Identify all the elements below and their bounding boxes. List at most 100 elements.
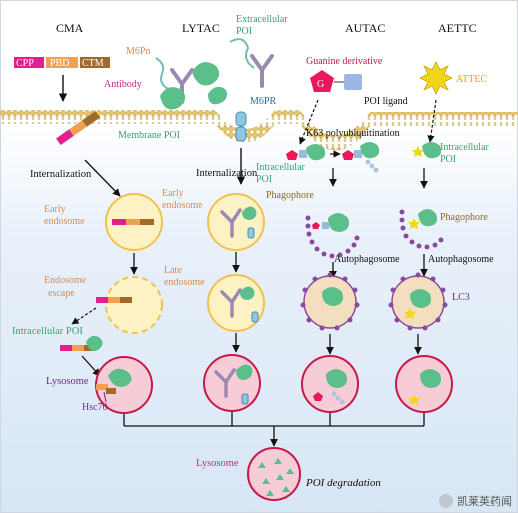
cma-construct-escaping xyxy=(96,297,132,303)
cma-construct-legend: CPP PBD CTM xyxy=(14,57,110,69)
column-title-cma: CMA xyxy=(56,21,84,35)
lytac-late-endosome-label-1: Late xyxy=(164,265,182,276)
cma-early-endosome-label-1: Early xyxy=(44,204,66,215)
aettc-arrow-entry xyxy=(427,99,437,143)
autac-guanine-in-phagophore xyxy=(312,222,320,229)
cma-endosome-escape-label-1: Endosome xyxy=(44,275,87,286)
final-lysosome-label: Lysosome xyxy=(196,458,239,469)
final-lysosome xyxy=(247,447,301,501)
cma-construct-in-endosome xyxy=(112,219,154,225)
m6pn-label: M6Pn xyxy=(126,46,150,57)
pbd-label: PBD xyxy=(50,58,69,69)
cell-membrane xyxy=(0,110,518,151)
aettc-phagophore-label: Phagophore xyxy=(440,212,488,223)
autac-phagophore-label: Phagophore xyxy=(266,190,314,201)
aettc-autophagosome-label: Autophagosome xyxy=(428,254,494,265)
lytac-receptor-in-lysosome xyxy=(241,393,249,405)
autac-arrow-entry xyxy=(299,99,319,145)
cma-early-endosome-label-2: endosome xyxy=(44,216,85,227)
cma-lysosome-label: Lysosome xyxy=(46,376,89,387)
poi-ligand-shape xyxy=(344,74,362,90)
lytac-antibody-in-late-endosome xyxy=(220,288,242,318)
autac-poi-in-phagophore xyxy=(328,213,349,232)
autac-intracellular-poi-label-1: Intracellular xyxy=(256,162,306,173)
lytac-poi-in-early-endosome xyxy=(242,206,257,220)
guanine-derivative-label: Guanine derivative xyxy=(306,56,383,67)
autac-guanine-in-lysosome xyxy=(313,392,323,401)
lytac-late-endosome xyxy=(207,274,265,332)
lytac-poi-in-late-endosome xyxy=(240,286,255,300)
column-title-autac: AUTAC xyxy=(345,21,385,35)
cma-pbd-in-lysosome xyxy=(96,384,108,390)
lytac-antibody-2 xyxy=(250,54,274,88)
lytac-lysosome xyxy=(203,354,261,412)
autac-ligand-in-phagophore xyxy=(322,222,329,229)
autac-intracellular-poi-label-2: POI xyxy=(256,174,272,185)
cma-construct-in-membrane xyxy=(56,110,100,146)
watermark-text: 凯莱英药闻 xyxy=(457,495,512,508)
aettc-attec-in-phagophore xyxy=(408,218,420,229)
lytac-extracellular-poi-label-1: Extracellular xyxy=(236,14,288,25)
lc3-label: LC3 xyxy=(452,292,470,303)
lytac-early-endosome-label-1: Early xyxy=(162,188,184,199)
lytac-early-endosome xyxy=(207,193,265,251)
cma-arrow-internalization xyxy=(84,159,121,197)
aettc-attec-in-lysosome xyxy=(408,394,420,405)
hsc70-pointer xyxy=(103,391,107,403)
lytac-receptor-in-late-endosome xyxy=(251,311,259,323)
column-title-lytac: LYTAC xyxy=(182,21,220,35)
antibody-label: Antibody xyxy=(104,79,142,90)
watermark-logo-icon xyxy=(439,494,453,508)
guanine-pentagon xyxy=(310,70,334,92)
autac-ubiquitinated-complex xyxy=(342,142,380,173)
m6pr-receptor xyxy=(235,111,247,142)
autac-poi-in-autophagosome xyxy=(322,287,343,306)
autac-phagophore xyxy=(305,215,360,259)
aettc-phagophore xyxy=(399,209,444,250)
autac-poi-in-lysosome xyxy=(326,369,347,388)
ctm-label: CTM xyxy=(82,58,104,69)
extracellular-poi-shape xyxy=(192,62,220,86)
cma-construct-with-poi xyxy=(60,335,103,351)
autac-ub-in-lysosome xyxy=(331,391,345,405)
aettc-poi-in-autophagosome xyxy=(410,289,431,308)
aettc-attec-in-autophagosome xyxy=(404,308,416,319)
aettc-complex xyxy=(412,142,442,159)
guanine-g-label: G xyxy=(317,79,324,90)
lytac-poi-in-lysosome xyxy=(236,364,253,380)
aettc-poi-in-lysosome xyxy=(420,369,441,388)
cma-intracellular-poi-label: Intracellular POI xyxy=(12,326,83,337)
autac-complex xyxy=(286,144,326,161)
aettc-intracellular-poi-label-2: POI xyxy=(440,154,456,165)
degraded-fragments xyxy=(258,458,294,496)
attec-star xyxy=(419,61,453,95)
attec-label: ATTEC xyxy=(456,74,487,85)
watermark: 凯莱英药闻 xyxy=(439,493,512,509)
m6pn-chain xyxy=(155,57,171,91)
cma-endosome-escape-label-2: escape xyxy=(48,288,75,299)
cma-poi-in-lysosome xyxy=(108,368,132,387)
lytac-antibody-in-endosome xyxy=(220,208,242,238)
cpp-label: CPP xyxy=(16,58,34,69)
autac-autophagosome-label: Autophagosome xyxy=(334,254,400,265)
poi-ligand-label: POI ligand xyxy=(364,96,408,107)
cma-escaping-endosome xyxy=(105,276,163,334)
membrane-poi-shape xyxy=(160,87,186,110)
cma-ctm-in-lysosome xyxy=(106,388,116,394)
lytac-early-endosome-label-2: endosome xyxy=(162,200,203,211)
aettc-intracellular-poi-label-1: Intracellular xyxy=(440,142,490,153)
aettc-poi-in-phagophore xyxy=(418,209,438,227)
column-title-aettc: AETTC xyxy=(438,21,477,35)
aettc-autophagosome-beads xyxy=(388,272,448,331)
k63-label: K63 polyubiquitination xyxy=(306,128,400,139)
lytac-antibody-in-lysosome xyxy=(214,368,236,398)
autac-autophagosome-beads xyxy=(300,272,360,331)
lytac-membrane-poi xyxy=(208,86,227,105)
lytac-late-endosome-label-2: endosome xyxy=(164,277,205,288)
lytac-extracellular-poi-label-2: POI xyxy=(236,26,252,37)
cma-internalization-label: Internalization xyxy=(30,169,92,180)
lytac-receptor-in-early-endosome xyxy=(247,227,255,239)
lytac-internalization-label: Internalization xyxy=(196,168,258,179)
